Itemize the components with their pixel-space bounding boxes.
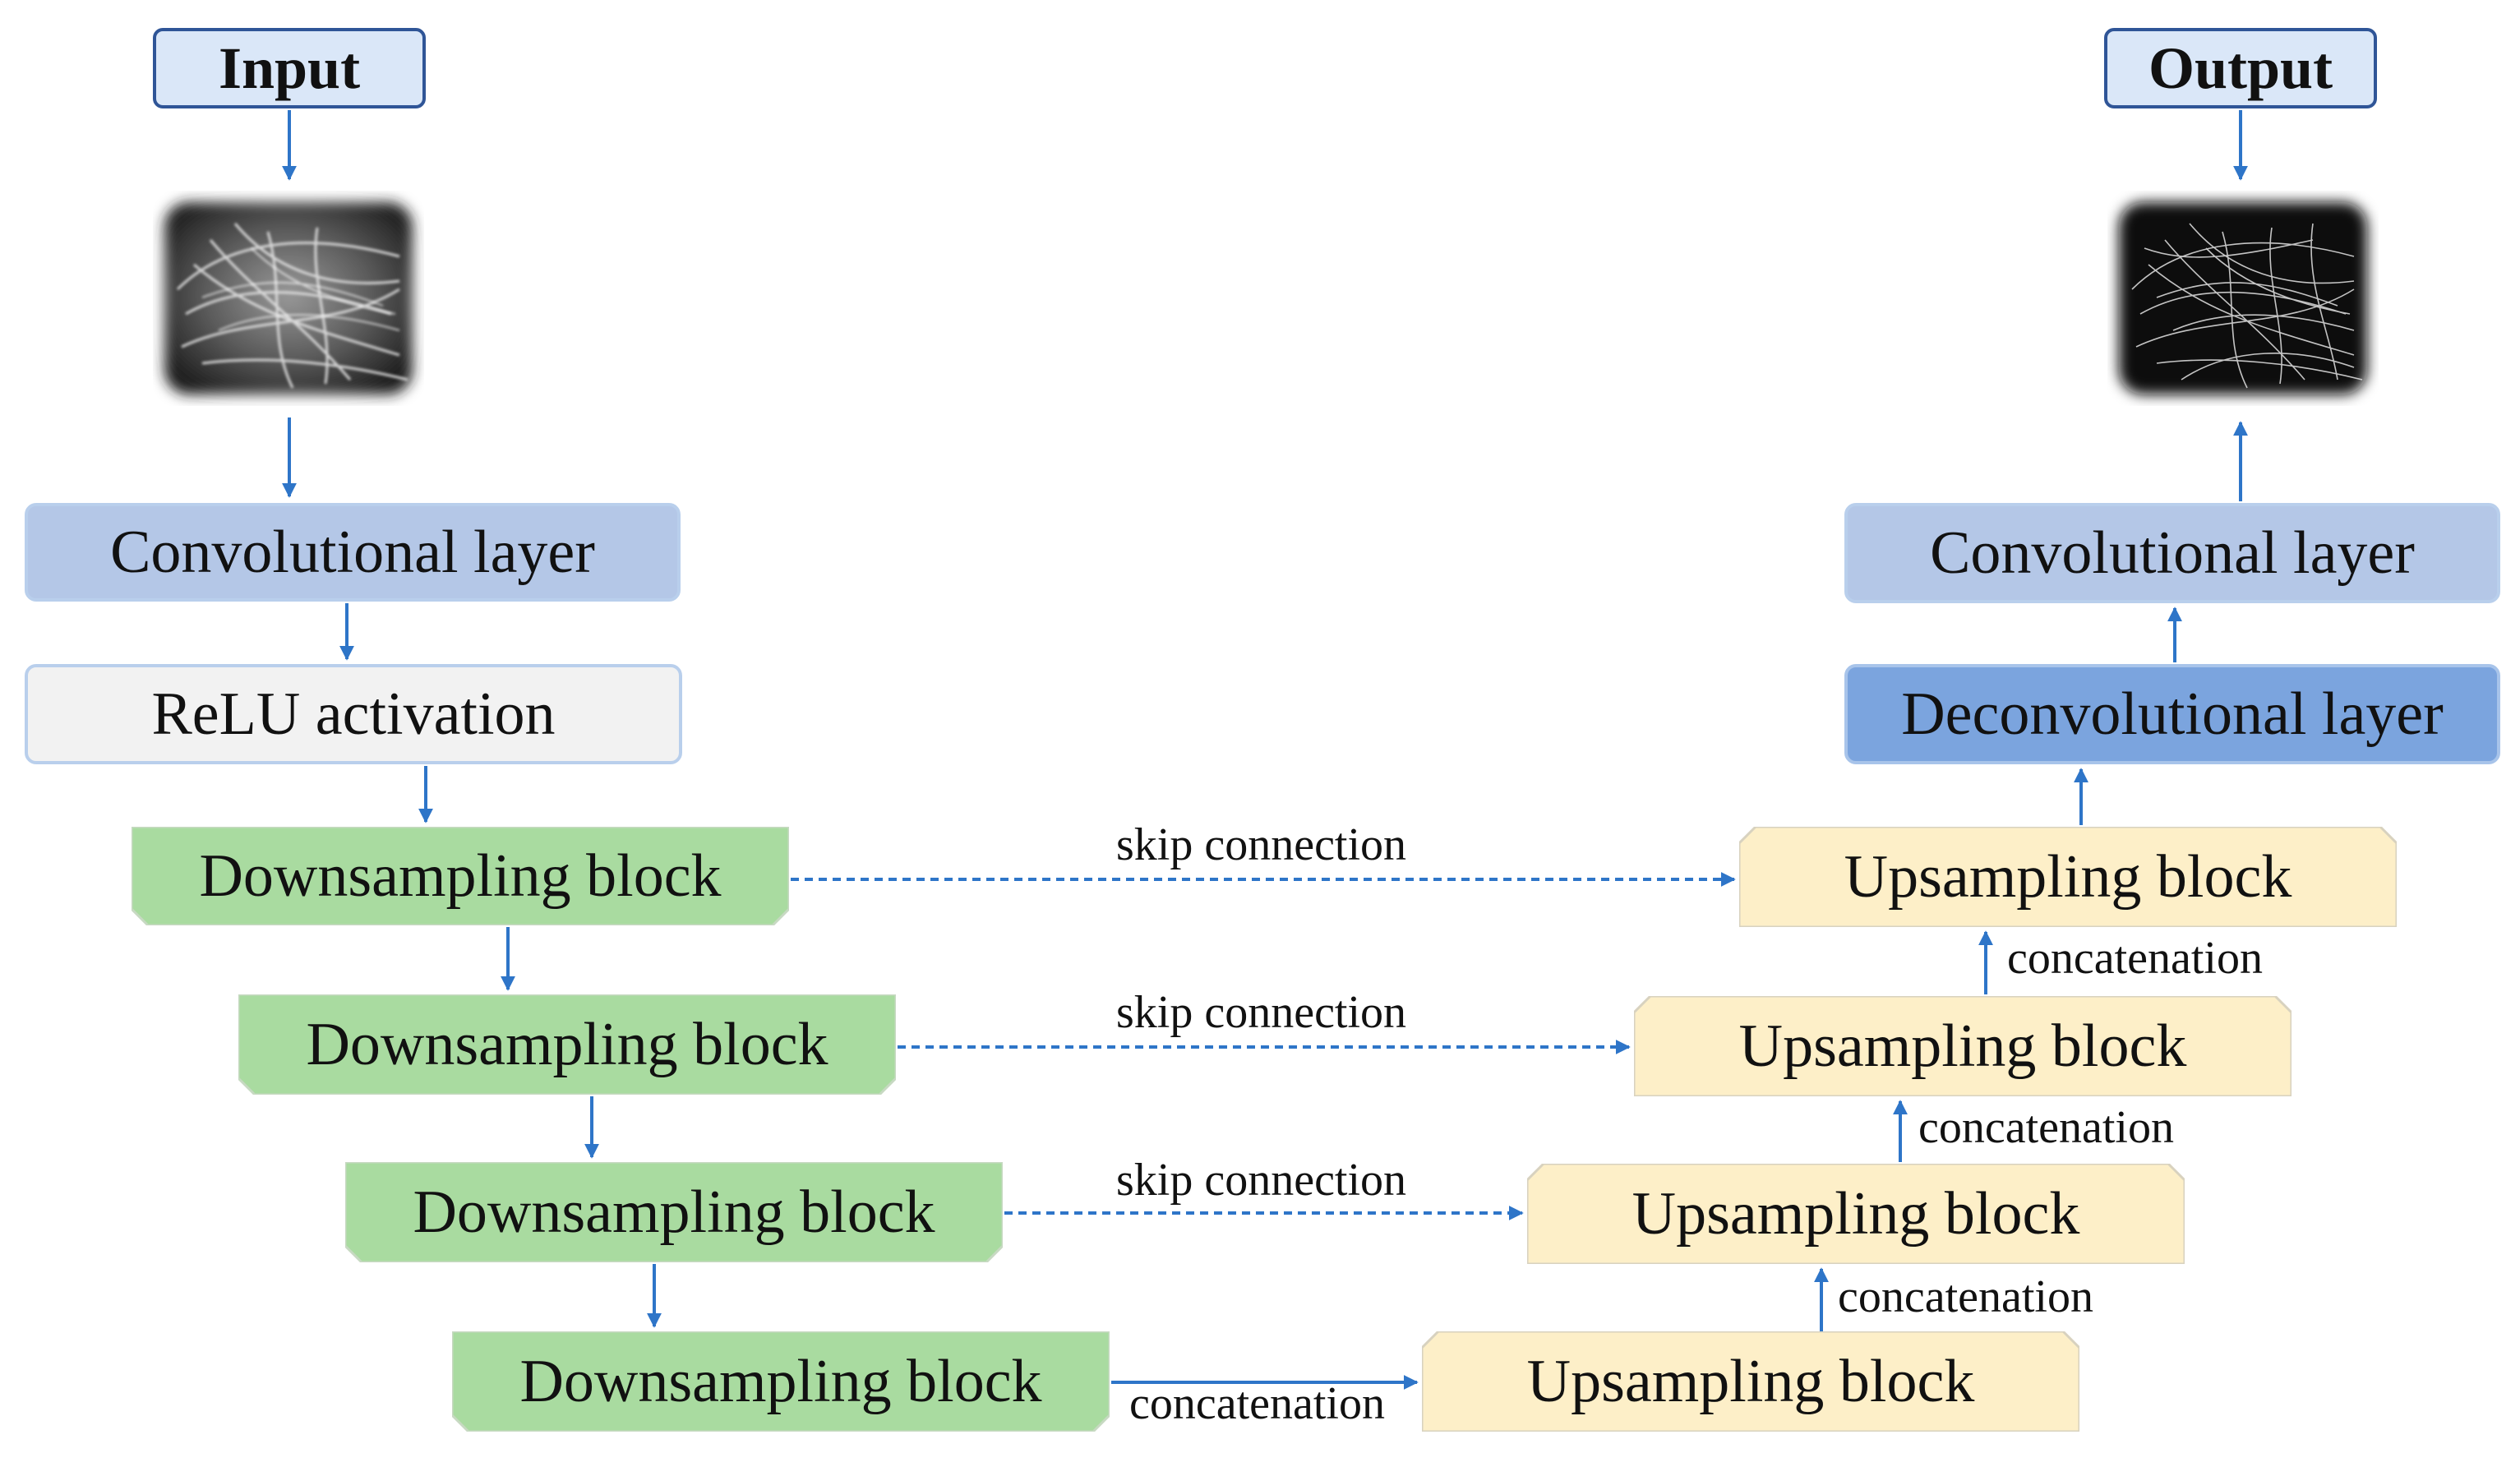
- skip-connection-label: skip connection: [1116, 1155, 1407, 1206]
- output-microscopy-image: [2107, 191, 2379, 406]
- upsampling-block-label: Upsampling block: [1844, 842, 2292, 911]
- encoder-convolutional-layer: Convolutional layer: [25, 503, 681, 602]
- downsampling-block-label: Downsampling block: [199, 842, 722, 910]
- input-microscopy-image: [153, 191, 424, 406]
- deconvolutional-layer: Deconvolutional layer: [1844, 664, 2500, 764]
- downsampling-block-label: Downsampling block: [519, 1347, 1042, 1415]
- input-label: Input: [153, 28, 426, 108]
- downsampling-block: Downsampling block: [238, 994, 896, 1095]
- concatenation-label: concatenation: [1129, 1378, 1385, 1429]
- output-label: Output: [2104, 28, 2377, 108]
- downsampling-block-label: Downsampling block: [413, 1178, 935, 1246]
- upsampling-block-label: Upsampling block: [1738, 1012, 2187, 1080]
- upsampling-block: Upsampling block: [1422, 1331, 2079, 1432]
- upsampling-block: Upsampling block: [1739, 827, 2397, 927]
- concatenation-label: concatenation: [2007, 933, 2263, 984]
- downsampling-block: Downsampling block: [132, 827, 789, 925]
- downsampling-block-label: Downsampling block: [306, 1010, 828, 1078]
- upsampling-block: Upsampling block: [1634, 996, 2292, 1096]
- upsampling-block: Upsampling block: [1527, 1164, 2185, 1264]
- upsampling-block-label: Upsampling block: [1632, 1179, 2080, 1248]
- upsampling-block-label: Upsampling block: [1526, 1347, 1975, 1415]
- downsampling-block: Downsampling block: [345, 1162, 1003, 1262]
- skip-connection-label: skip connection: [1116, 819, 1407, 870]
- decoder-convolutional-layer: Convolutional layer: [1844, 503, 2500, 603]
- concatenation-label: concatenation: [1918, 1102, 2174, 1153]
- downsampling-block: Downsampling block: [452, 1331, 1110, 1432]
- skip-connection-label: skip connection: [1116, 987, 1407, 1038]
- concatenation-label: concatenation: [1838, 1271, 2093, 1322]
- relu-activation-layer: ReLU activation: [25, 664, 682, 764]
